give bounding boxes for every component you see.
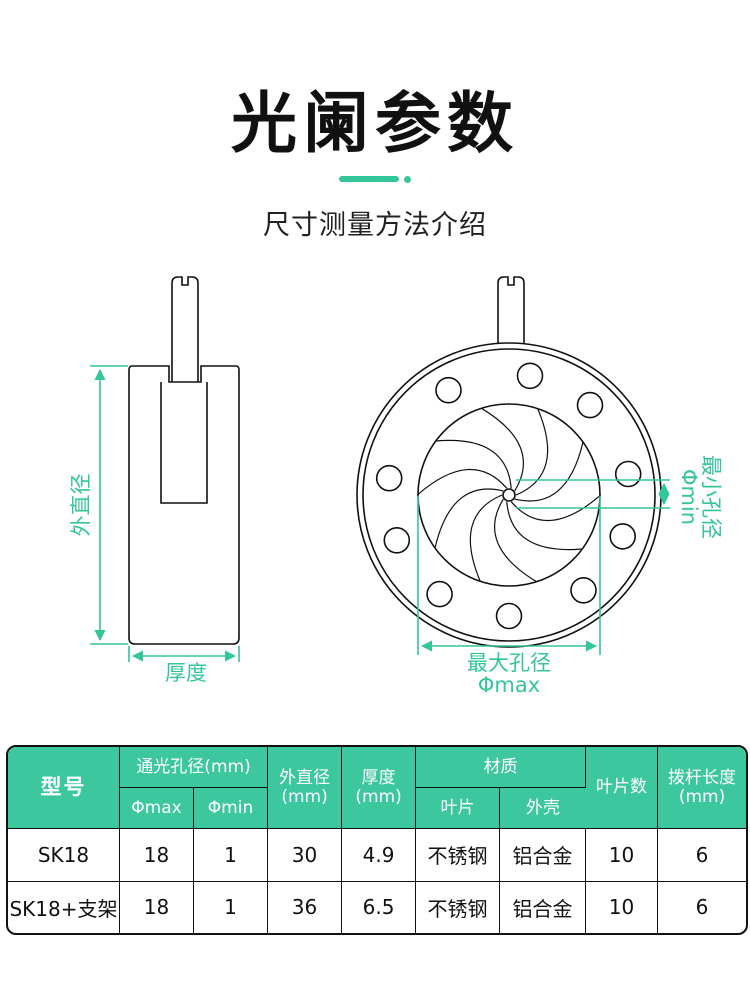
cell-thickness: 6.5	[342, 881, 417, 933]
mount-hole	[495, 602, 523, 630]
mount-holes	[375, 362, 642, 630]
front-view-dimensions	[417, 479, 670, 655]
header-lever-length-l1: 拨杆长度	[668, 767, 737, 788]
header-model: 型号	[8, 747, 120, 829]
header-thickness: 厚度 (mm)	[342, 747, 417, 829]
header-thickness-l1: 厚度	[361, 767, 396, 788]
front-view-lever	[497, 276, 525, 343]
mount-hole	[435, 376, 462, 404]
cell-model: SK18+支架	[8, 881, 120, 933]
iris-blade-edge	[417, 468, 508, 495]
iris-blade-edge	[435, 439, 512, 489]
header-outer-diameter-l2: (mm)	[281, 786, 328, 807]
cell-blade: 不锈钢	[416, 829, 501, 882]
cell-thickness: 4.9	[342, 829, 417, 882]
side-view-dimensions	[90, 365, 240, 662]
iris-blades	[417, 407, 601, 583]
outer-ring	[356, 342, 662, 648]
iris-blade-edge	[506, 501, 583, 551]
thickness-label: 厚度	[165, 661, 207, 685]
header-material: 材质	[416, 747, 587, 788]
cell-phi-max: 18	[120, 829, 194, 882]
title-accent-line	[339, 176, 399, 182]
cell-outer-diameter: 30	[268, 829, 343, 882]
cell-blade: 不锈钢	[416, 881, 501, 933]
header-aperture: 通光孔径(mm)	[120, 747, 269, 788]
mount-hole	[576, 391, 604, 419]
mount-hole	[383, 526, 411, 554]
iris-blade-edge	[510, 495, 601, 522]
mount-hole	[426, 580, 453, 608]
iris-blade-edge	[434, 488, 504, 549]
cell-lever-length: 6	[658, 829, 747, 882]
cell-housing: 铝合金	[500, 881, 587, 933]
iris-blade-edge	[469, 494, 503, 582]
max-aperture-symbol: Φmax	[478, 673, 540, 697]
mount-hole	[570, 576, 597, 604]
mount-hole	[516, 362, 544, 390]
min-aperture-label: 最小孔径	[699, 455, 723, 539]
header-lever-length: 拨杆长度 (mm)	[658, 747, 747, 829]
page-title: 光阑参数	[231, 85, 519, 162]
min-aperture-symbol: Φmin	[677, 469, 701, 525]
spec-table: 型号 通光孔径(mm) 外直径 (mm) 厚度 (mm) 材质 叶片数 拨杆长度…	[6, 745, 749, 935]
page-subtitle: 尺寸测量方法介绍	[263, 210, 487, 241]
cell-phi-min: 1	[194, 829, 269, 882]
table-row: SK18+支架 18 1 36 6.5 不锈钢 铝合金 10 6	[8, 881, 746, 933]
iris-blade-edge	[515, 408, 549, 496]
header-outer-diameter: 外直径 (mm)	[268, 747, 343, 829]
measurement-diagram: 外直径 厚度 最小孔径 Φmin 最大孔径 Φmax	[69, 276, 723, 697]
mount-hole	[609, 523, 637, 550]
header-housing: 外壳	[500, 788, 587, 829]
iris-blade-edge	[514, 441, 584, 502]
table-row: SK18 18 1 30 4.9 不锈钢 铝合金 10 6	[8, 829, 747, 882]
mount-hole	[375, 464, 403, 492]
cell-phi-max: 18	[120, 881, 194, 933]
cell-model: SK18	[8, 829, 120, 882]
side-view-body	[128, 365, 240, 645]
cell-blade-count: 10	[586, 881, 659, 933]
front-view	[356, 276, 662, 648]
mount-hole	[614, 460, 642, 488]
side-view-slot	[160, 382, 208, 504]
header-thickness-l2: (mm)	[355, 786, 402, 807]
center-aperture	[502, 488, 516, 502]
title-accent-dot	[404, 176, 411, 183]
cell-phi-min: 1	[194, 881, 269, 933]
header-lever-length-l2: (mm)	[678, 786, 726, 807]
iris-blade-edge	[494, 498, 537, 583]
header-phi-max: Φmax	[120, 788, 194, 829]
cell-lever-length: 6	[695, 895, 709, 920]
max-aperture-label: 最大孔径	[467, 651, 551, 675]
cell-outer-diameter: 36	[268, 881, 343, 933]
outer-diameter-label: 外直径	[69, 474, 93, 537]
cell-housing: 铝合金	[500, 829, 587, 882]
min-aperture-label-group: 最小孔径 Φmin	[677, 455, 723, 539]
cell-blade-count: 10	[586, 829, 659, 882]
header-blade: 叶片	[416, 788, 501, 829]
iris-blade-edge	[481, 407, 524, 492]
header-phi-min: Φmin	[194, 788, 269, 829]
side-view	[128, 276, 240, 645]
aperture-opening	[417, 403, 601, 587]
side-view-lever	[171, 276, 199, 382]
header-outer-diameter-l1: 外直径	[279, 767, 331, 788]
header-blade-count: 叶片数	[586, 747, 659, 829]
